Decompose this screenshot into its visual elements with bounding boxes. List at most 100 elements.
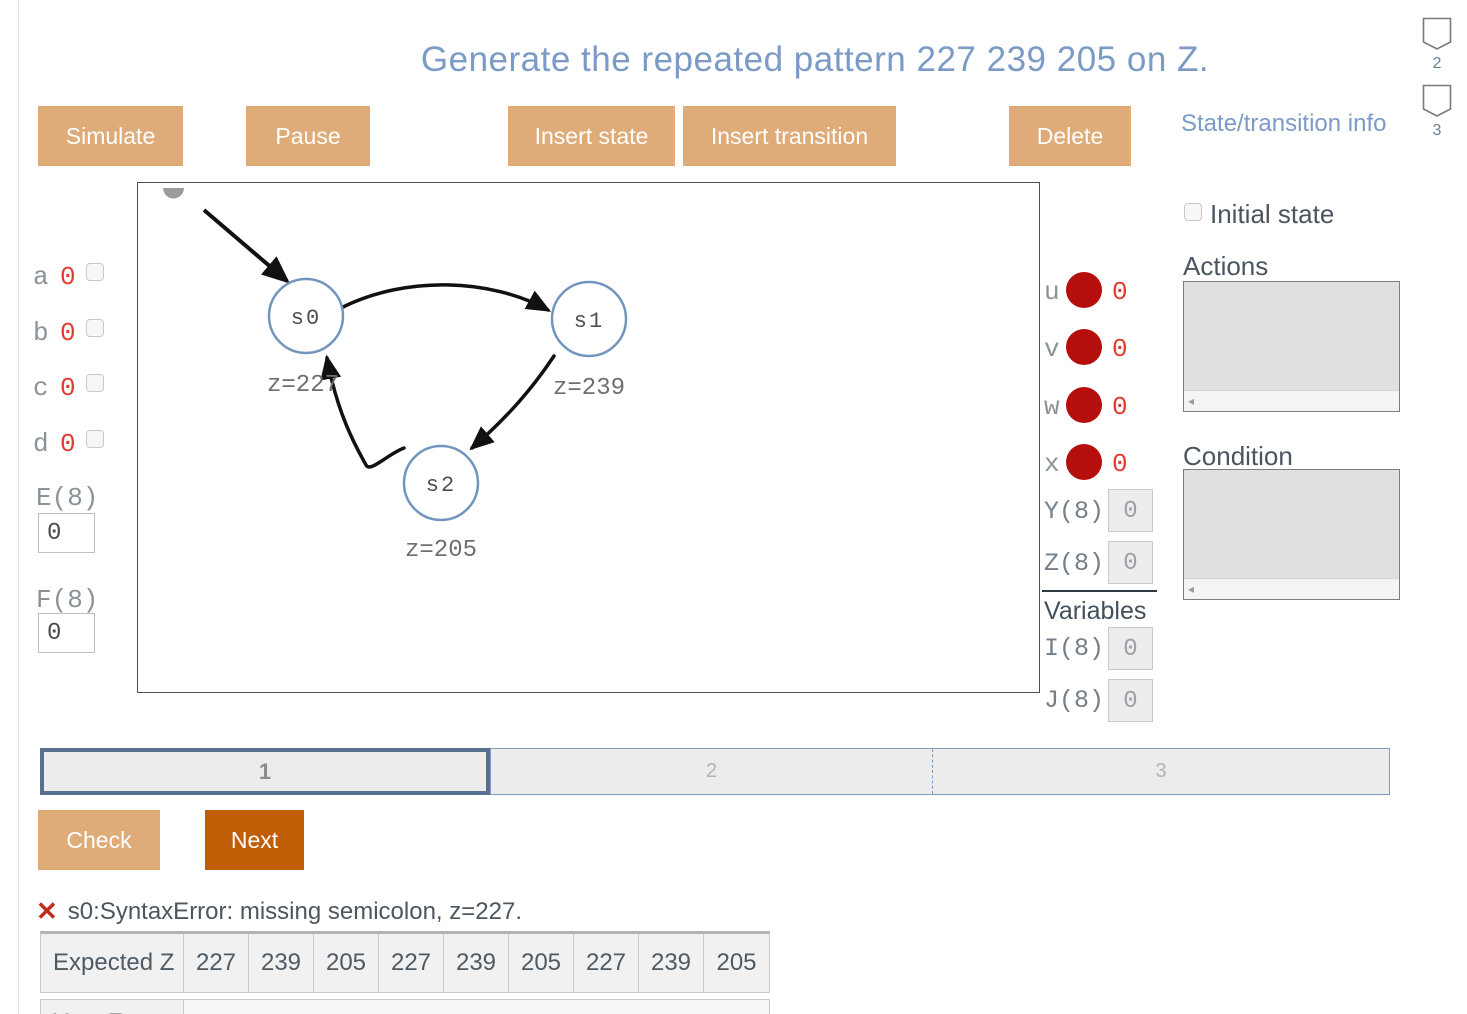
expected-z-cell: 227 xyxy=(184,934,249,992)
expected-z-cell: 205 xyxy=(509,934,574,992)
condition-textarea-content xyxy=(1184,470,1399,578)
input-bit-value-b: 0 xyxy=(60,318,76,348)
input-bit-label-b: b xyxy=(33,318,49,348)
actions-textarea[interactable]: ◂ xyxy=(1183,281,1400,412)
input-bit-label-a: a xyxy=(33,262,49,292)
your-z-header: Your Z xyxy=(41,1000,184,1014)
actions-scrollbar[interactable]: ◂ xyxy=(1184,390,1399,411)
variable-label-j: J(8) xyxy=(1044,686,1105,715)
input-bus-field-e[interactable] xyxy=(38,513,95,553)
actions-textarea-content xyxy=(1184,282,1399,390)
error-message-text: s0:SyntaxError: missing semicolon, z=227… xyxy=(67,898,522,925)
output-bus-value-y: 0 xyxy=(1108,489,1153,532)
bookmark-icon[interactable] xyxy=(1422,84,1452,118)
input-bit-value-a: 0 xyxy=(60,262,76,292)
input-bit-label-d: d xyxy=(33,429,49,459)
expected-z-cell: 227 xyxy=(574,934,639,992)
expected-z-cell: 227 xyxy=(379,934,444,992)
output-led-value-x: 0 xyxy=(1112,449,1128,479)
diagram-canvas[interactable]: s0 s1 s2 z=227 z=239 z=205 xyxy=(137,182,1040,693)
your-z-row: Your Z xyxy=(40,999,770,1014)
state-label: s2 xyxy=(426,473,456,498)
initial-state-arrow xyxy=(202,208,291,284)
insert-state-button[interactable]: Insert state xyxy=(508,106,675,166)
input-bit-value-d: 0 xyxy=(60,429,76,459)
check-button[interactable]: Check xyxy=(38,810,160,870)
input-bit-label-c: c xyxy=(33,373,49,403)
actions-label: Actions xyxy=(1183,251,1269,281)
page-marker-label-2[interactable]: 2 xyxy=(1432,55,1442,72)
output-led-label-u: u xyxy=(1044,277,1060,307)
condition-label: Condition xyxy=(1183,441,1293,471)
condition-textarea[interactable]: ◂ xyxy=(1183,469,1400,600)
transition-s1-s2[interactable] xyxy=(469,354,556,451)
expected-z-row: Expected Z 227 239 205 227 239 205 227 2… xyxy=(40,931,770,993)
transition-s2-s0[interactable] xyxy=(320,354,406,469)
input-bus-field-f[interactable] xyxy=(38,613,95,653)
scroll-left-icon[interactable]: ◂ xyxy=(1188,394,1195,408)
expected-z-cell: 205 xyxy=(314,934,379,992)
error-icon: ✕ xyxy=(36,896,58,926)
pause-button[interactable]: Pause xyxy=(246,106,370,166)
variable-value-i: 0 xyxy=(1108,627,1153,670)
state-output-label-s2: z=205 xyxy=(405,537,477,564)
state-output-label-s0: z=227 xyxy=(267,372,339,399)
step-tab-2[interactable]: 2 xyxy=(491,749,933,794)
expected-z-cell: 239 xyxy=(639,934,704,992)
state-label: s1 xyxy=(574,309,604,334)
left-divider xyxy=(18,0,19,1014)
input-bit-checkbox-d[interactable] xyxy=(86,430,104,448)
expected-z-header: Expected Z xyxy=(41,934,184,992)
state-node-s2[interactable]: s2 xyxy=(402,444,480,522)
output-bus-label-y: Y(8) xyxy=(1044,497,1105,526)
input-bus-label-e: E(8) xyxy=(36,483,99,513)
your-z-value xyxy=(184,1000,769,1014)
variables-header: Variables xyxy=(1044,597,1147,625)
output-led-value-u: 0 xyxy=(1112,277,1128,307)
expected-z-cell: 239 xyxy=(444,934,509,992)
output-led-label-x: x xyxy=(1044,449,1060,479)
output-led-label-v: v xyxy=(1044,334,1060,364)
output-led-icon-v xyxy=(1066,329,1102,365)
variable-value-j: 0 xyxy=(1108,679,1153,722)
step-tab-1[interactable]: 1 xyxy=(40,748,490,795)
simulate-button[interactable]: Simulate xyxy=(38,106,183,166)
page-marker-label-3[interactable]: 3 xyxy=(1432,122,1442,139)
state-node-s1[interactable]: s1 xyxy=(550,280,628,358)
state-diagram: s0 s1 s2 z=227 z=239 z=205 xyxy=(163,188,628,564)
state-output-label-s1: z=239 xyxy=(553,375,625,402)
input-bit-value-c: 0 xyxy=(60,373,76,403)
output-led-value-w: 0 xyxy=(1112,392,1128,422)
step-tab-3[interactable]: 3 xyxy=(1155,760,1167,782)
output-bus-label-z: Z(8) xyxy=(1044,549,1105,578)
expected-z-cell: 205 xyxy=(704,934,769,992)
state-transition-info-label: State/transition info xyxy=(1181,110,1387,137)
input-bit-checkbox-b[interactable] xyxy=(86,319,104,337)
initial-state-checkbox[interactable] xyxy=(1184,203,1202,221)
state-label: s0 xyxy=(291,306,321,331)
bookmark-icon[interactable] xyxy=(1422,17,1452,51)
condition-scrollbar[interactable]: ◂ xyxy=(1184,578,1399,599)
input-bus-label-f: F(8) xyxy=(36,585,99,615)
output-led-icon-u xyxy=(1066,272,1102,308)
insert-transition-button[interactable]: Insert transition xyxy=(683,106,896,166)
output-bus-value-z: 0 xyxy=(1108,541,1153,584)
transition-s0-s1[interactable] xyxy=(341,283,552,312)
output-led-icon-x xyxy=(1066,444,1102,480)
page-title: Generate the repeated pattern 227 239 20… xyxy=(420,40,1210,79)
scroll-left-icon[interactable]: ◂ xyxy=(1188,582,1195,596)
expected-z-cell: 239 xyxy=(249,934,314,992)
next-button[interactable]: Next xyxy=(205,810,304,870)
offscreen-node-icon xyxy=(163,188,184,199)
output-led-icon-w xyxy=(1066,387,1102,423)
output-led-label-w: w xyxy=(1044,392,1060,422)
input-bit-checkbox-c[interactable] xyxy=(86,374,104,392)
state-node-s0[interactable]: s0 xyxy=(267,277,345,355)
page-marker-label-1: 1 xyxy=(1422,0,1452,5)
delete-button[interactable]: Delete xyxy=(1009,106,1131,166)
variables-divider xyxy=(1042,590,1157,592)
step-tabs-group: 2 3 xyxy=(490,748,1390,795)
output-led-value-v: 0 xyxy=(1112,334,1128,364)
input-bit-checkbox-a[interactable] xyxy=(86,263,104,281)
